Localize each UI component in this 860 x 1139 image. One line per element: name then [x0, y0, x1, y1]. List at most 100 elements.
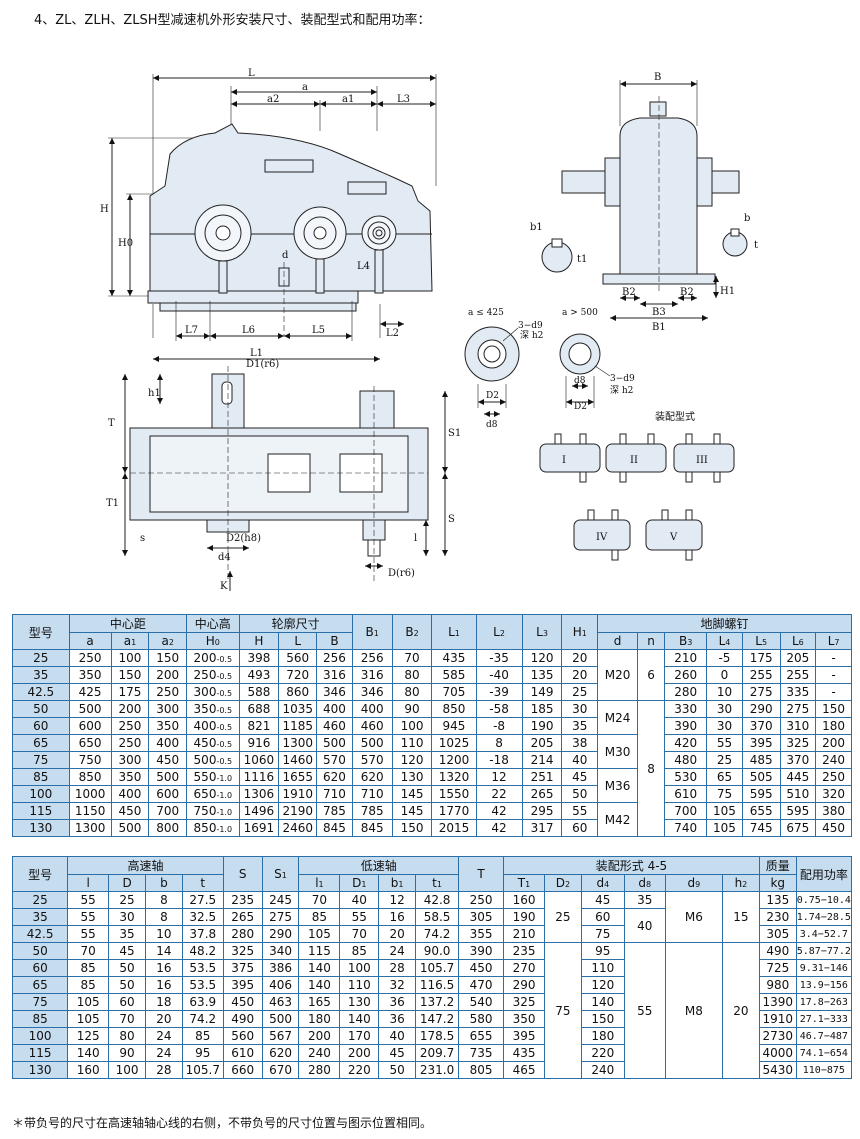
table-cell: 280 — [664, 683, 708, 701]
table-cell: 450 — [148, 751, 188, 769]
dim-label-L: L — [248, 68, 255, 79]
d2-cell: 75 — [543, 942, 582, 1079]
table-cell: 705 — [431, 683, 477, 701]
power-cell: 17.8−263 — [795, 993, 853, 1011]
table-cell: 48.2 — [181, 942, 224, 960]
table-cell: 55 — [67, 908, 110, 926]
h0-tolerance: -0.5 — [216, 689, 233, 698]
table-cell: 60 — [561, 819, 599, 837]
table-cell: 595 — [779, 802, 817, 820]
dimension-table-1: 型号 中心距 中心高 轮廓尺寸 B1 B2 L1 L2 L3 H1 地脚螺钉 a… — [12, 614, 852, 837]
label-a-gt-500: a > 500 — [562, 308, 598, 318]
table-cell: 290 — [741, 700, 781, 718]
table-cell: 390 — [664, 717, 708, 735]
table-cell: 1460 — [278, 751, 318, 769]
table-cell: 110 — [391, 734, 433, 752]
table-cell: 20 — [561, 649, 599, 667]
table-cell: 24 — [144, 1044, 183, 1062]
mass-cell: 725 — [758, 959, 797, 977]
label-deep-a: 深 h2 — [520, 330, 543, 341]
top-view — [122, 366, 448, 591]
table-cell: 105 — [706, 802, 743, 820]
table-cell: 325 — [503, 993, 545, 1011]
table-cell: 30 — [108, 908, 146, 926]
table-cell: 175 — [110, 683, 150, 701]
table-cell: 700 — [148, 802, 188, 820]
table-cell: 1910 — [278, 785, 318, 803]
table-cell: 445 — [779, 768, 817, 786]
h0-tolerance: -0.5 — [216, 757, 233, 766]
table-cell: 380 — [815, 802, 852, 820]
header-outline-size: 轮廓尺寸 — [238, 614, 353, 633]
h0-cell: 300-0.5 — [186, 683, 240, 701]
label-view-K: K — [220, 581, 228, 592]
table-cell: -5 — [706, 649, 743, 667]
table-cell: 570 — [351, 751, 393, 769]
table-cell: -58 — [475, 700, 523, 718]
table-cell: 130 — [391, 768, 433, 786]
h0-tolerance: -1.0 — [216, 774, 233, 783]
table-cell: 70 — [391, 649, 433, 667]
table-cell: 406 — [261, 976, 300, 994]
table-cell: 660 — [222, 1061, 263, 1079]
h0-value: 750 — [193, 804, 217, 818]
table-cell: 50 — [108, 976, 146, 994]
table-cell: 135 — [521, 666, 563, 684]
power-cell: 9.31−146 — [795, 959, 853, 977]
power-cell: 3.4−52.7 — [795, 925, 853, 943]
table-cell: 210 — [503, 925, 545, 943]
table-cell: 1200 — [431, 751, 477, 769]
dim-label-b: b — [744, 213, 750, 224]
header-L: L — [278, 632, 318, 650]
header-S: S — [222, 856, 263, 892]
table-cell: 588 — [238, 683, 280, 701]
dim-label-t1: t1 — [577, 254, 587, 265]
dim-label-L1: L1 — [250, 348, 263, 359]
table-cell: 140 — [298, 976, 341, 994]
table-cell: 710 — [351, 785, 393, 803]
header-D1: D1 — [339, 874, 380, 892]
table-cell: 670 — [261, 1061, 300, 1079]
d9-cell: M8 — [664, 942, 723, 1079]
shaft-end-details — [464, 326, 611, 417]
table-cell: 165 — [298, 993, 341, 1011]
table-cell: 28 — [378, 959, 417, 977]
table-cell: 185 — [521, 700, 563, 718]
table-cell: 200 — [339, 1044, 380, 1062]
table-cell: 160 — [503, 891, 545, 909]
h0-cell: 350-0.5 — [186, 700, 240, 718]
table-cell: 36 — [378, 993, 417, 1011]
bolt-d-cell: M36 — [597, 768, 638, 803]
dim-label-H1: H1 — [720, 286, 735, 297]
table-cell: 425 — [68, 683, 112, 701]
table-cell: 845 — [351, 819, 393, 837]
table-cell: 2015 — [431, 819, 477, 837]
table-cell: 400 — [110, 785, 150, 803]
h0-cell: 500-0.5 — [186, 751, 240, 769]
model-cell: 75 — [12, 751, 70, 769]
header-center-distance: 中心距 — [68, 614, 188, 633]
assembly-V: V — [669, 532, 678, 543]
table-cell: 105.7 — [181, 1061, 224, 1079]
h0-cell: 550-1.0 — [186, 768, 240, 786]
table-cell: 12 — [378, 891, 417, 909]
table-cell: 74.2 — [181, 1010, 224, 1028]
table-cell: 100 — [110, 649, 150, 667]
table-cell: 42.8 — [415, 891, 460, 909]
header-d: d — [597, 632, 638, 650]
table-cell: 105.7 — [415, 959, 460, 977]
header-b: b — [144, 874, 183, 892]
table-cell: 310 — [779, 717, 817, 735]
d4-cell: 220 — [580, 1044, 625, 1062]
table-cell: 50 — [378, 1061, 417, 1079]
mass-cell: 490 — [758, 942, 797, 960]
table-cell: 500 — [110, 819, 150, 837]
table-cell: 120 — [391, 751, 433, 769]
table-cell: 53.5 — [181, 959, 224, 977]
dim-label-D2-a: D2 — [486, 391, 499, 401]
